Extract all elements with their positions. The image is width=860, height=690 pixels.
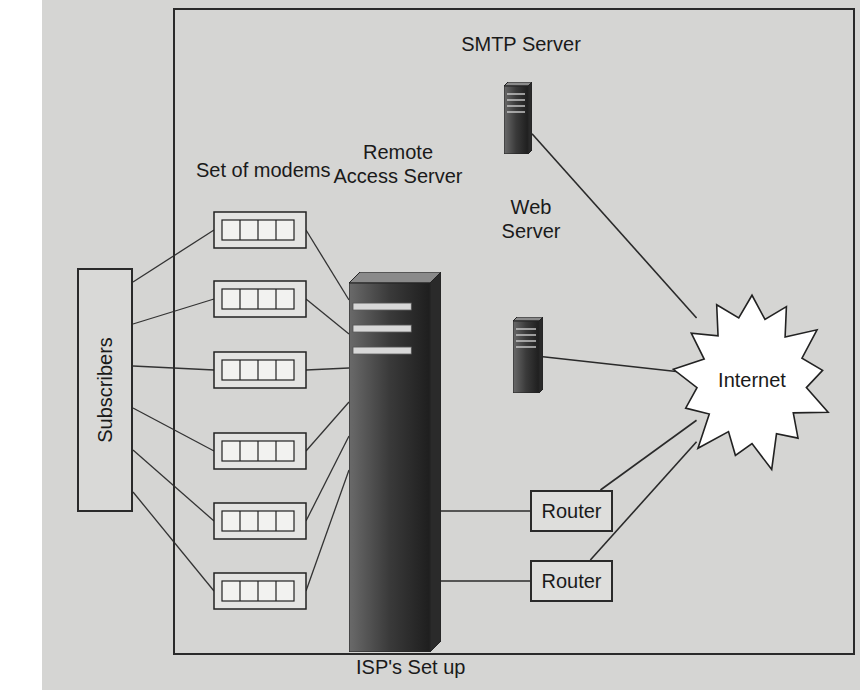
modem bbox=[214, 503, 306, 539]
server-top bbox=[504, 82, 532, 86]
modem-divider bbox=[275, 511, 276, 531]
server-icon bbox=[504, 82, 532, 154]
modem-panel bbox=[222, 441, 294, 461]
modem-case bbox=[214, 503, 306, 539]
internet-cloud: Internet bbox=[668, 286, 836, 474]
modem bbox=[214, 212, 306, 248]
modem-line bbox=[306, 402, 349, 451]
network-link bbox=[543, 357, 697, 374]
modem-divider bbox=[257, 441, 258, 461]
modem bbox=[214, 573, 306, 609]
network-link bbox=[441, 580, 530, 582]
modem-panel bbox=[222, 360, 294, 380]
modem bbox=[214, 281, 306, 317]
router-label: Router bbox=[541, 569, 601, 593]
server-side bbox=[430, 272, 441, 652]
modem-panel bbox=[222, 581, 294, 601]
server-top bbox=[349, 272, 441, 283]
modem-line bbox=[306, 436, 349, 521]
modem-panel bbox=[222, 220, 294, 240]
subscribers-box: Subscribers bbox=[77, 268, 133, 512]
modem-divider bbox=[239, 289, 240, 309]
web-server: Web Server bbox=[480, 195, 582, 393]
server-label: Web Server bbox=[480, 195, 582, 243]
server-front bbox=[504, 86, 528, 154]
modem-set bbox=[214, 212, 306, 609]
modem-wires bbox=[133, 230, 349, 591]
modem-line bbox=[306, 470, 349, 591]
group-label: Set of modems bbox=[196, 158, 331, 182]
modem-case bbox=[214, 281, 306, 317]
modem-divider bbox=[239, 360, 240, 380]
modem-line bbox=[306, 230, 349, 300]
network-link bbox=[441, 510, 530, 512]
internet-label: Internet bbox=[718, 368, 786, 392]
modem-divider bbox=[257, 220, 258, 240]
server-front bbox=[513, 321, 539, 393]
server-label: Remote Access Server bbox=[330, 140, 466, 188]
drive-slot bbox=[353, 303, 411, 310]
modem-case bbox=[214, 212, 306, 248]
server-side bbox=[528, 82, 532, 154]
modem-divider bbox=[275, 220, 276, 240]
modem-divider bbox=[257, 289, 258, 309]
modem-divider bbox=[239, 581, 240, 601]
server-front bbox=[349, 283, 430, 652]
drive-slot bbox=[353, 347, 411, 354]
modem-panel bbox=[222, 289, 294, 309]
drive-slot bbox=[516, 334, 536, 335]
enclosure-caption: ISP's Set up bbox=[353, 655, 468, 679]
modem-case bbox=[214, 573, 306, 609]
modem-divider bbox=[257, 581, 258, 601]
network-link bbox=[600, 420, 696, 490]
server-icon bbox=[513, 317, 543, 393]
server-label: SMTP Server bbox=[448, 32, 594, 56]
modem bbox=[214, 433, 306, 469]
router-label: Router bbox=[541, 499, 601, 523]
drive-slot bbox=[507, 99, 525, 100]
modem-panel bbox=[222, 511, 294, 531]
drive-slot bbox=[353, 325, 411, 332]
remote-access-server: Remote Access Server bbox=[330, 140, 466, 652]
modem-divider bbox=[239, 220, 240, 240]
modem-divider bbox=[239, 511, 240, 531]
modem-divider bbox=[275, 360, 276, 380]
modem-line bbox=[306, 299, 349, 334]
drive-slot bbox=[507, 111, 525, 112]
server-side bbox=[539, 317, 543, 393]
server-icon bbox=[349, 272, 441, 652]
drive-slot bbox=[516, 340, 536, 341]
modem-divider bbox=[257, 511, 258, 531]
modem-divider bbox=[257, 360, 258, 380]
router-box: Router bbox=[530, 490, 613, 532]
modem-case bbox=[214, 433, 306, 469]
drive-slot bbox=[516, 346, 536, 347]
drive-slot bbox=[516, 328, 536, 329]
modem-line bbox=[306, 368, 349, 370]
modem bbox=[214, 352, 306, 388]
isp-enclosure: ISP's Set upSMTP ServerRemote Access Ser… bbox=[173, 8, 855, 655]
drive-slot bbox=[507, 105, 525, 106]
page-margin bbox=[0, 0, 42, 690]
modem-case bbox=[214, 352, 306, 388]
server-top bbox=[513, 317, 543, 321]
smtp-server: SMTP Server bbox=[448, 32, 594, 154]
router-box: Router bbox=[530, 560, 613, 602]
subscribers-label: Subscribers bbox=[93, 337, 117, 443]
drive-slot bbox=[507, 93, 525, 94]
modem-divider bbox=[275, 441, 276, 461]
modem-divider bbox=[275, 581, 276, 601]
internet-burst bbox=[673, 295, 828, 469]
modem-divider bbox=[239, 441, 240, 461]
modem-divider bbox=[275, 289, 276, 309]
